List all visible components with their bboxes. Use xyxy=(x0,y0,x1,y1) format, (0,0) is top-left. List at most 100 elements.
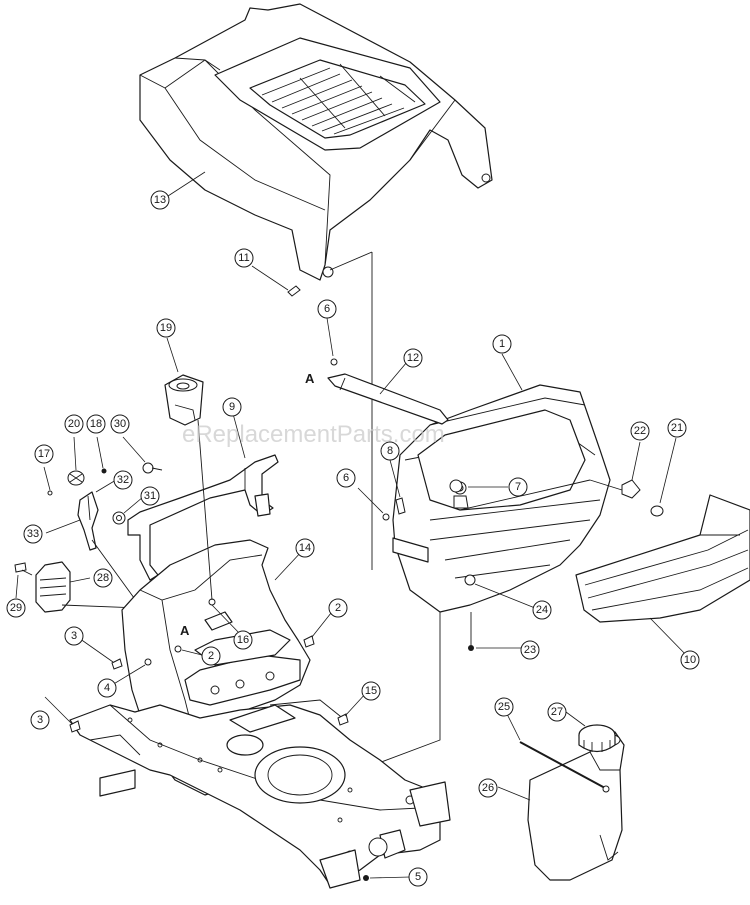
svg-text:1: 1 xyxy=(499,338,505,350)
callout-7: 7 xyxy=(508,477,528,497)
callout-12: 12 xyxy=(403,348,423,368)
svg-text:3: 3 xyxy=(71,630,77,642)
reference-mark-a-lower: A xyxy=(180,623,190,638)
callout-6-lower: 6 xyxy=(336,468,356,488)
svg-text:7: 7 xyxy=(515,481,521,493)
callout-3-upper: 3 xyxy=(64,626,84,646)
socket-22-part xyxy=(621,479,641,499)
callout-24: 24 xyxy=(532,600,552,620)
svg-text:3: 3 xyxy=(37,714,43,726)
callout-30: 30 xyxy=(110,414,130,434)
reference-mark-a-top: A xyxy=(305,371,315,386)
svg-text:26: 26 xyxy=(482,782,494,794)
watermark-text: eReplacementParts.com xyxy=(182,421,445,448)
svg-text:5: 5 xyxy=(415,871,421,883)
part-4 xyxy=(144,658,152,666)
svg-text:10: 10 xyxy=(684,654,696,666)
callout-32: 32 xyxy=(113,470,133,490)
svg-text:25: 25 xyxy=(498,701,510,713)
grille-nose-part xyxy=(392,384,611,613)
callout-20: 20 xyxy=(64,414,84,434)
callout-14: 14 xyxy=(295,538,315,558)
bolt-8-part xyxy=(395,497,406,515)
callout-16: 16 xyxy=(233,630,253,650)
main-frame-part xyxy=(69,699,451,889)
svg-text:15: 15 xyxy=(365,685,377,697)
svg-text:11: 11 xyxy=(238,252,249,264)
nut-6-top-part xyxy=(330,358,338,366)
hood-part xyxy=(139,3,493,281)
callout-33: 33 xyxy=(23,524,43,544)
svg-text:23: 23 xyxy=(524,644,536,656)
svg-text:17: 17 xyxy=(38,448,50,460)
svg-text:6: 6 xyxy=(324,303,330,315)
bolt-2-lower-part xyxy=(174,645,182,653)
callout-2-upper: 2 xyxy=(328,598,348,618)
dash-housing-19-part xyxy=(164,374,204,426)
spring-20-part xyxy=(67,470,85,486)
callout-11: 11 xyxy=(234,248,254,268)
screw-3-upper-part xyxy=(111,658,123,670)
side-panel-10-part xyxy=(575,494,750,623)
callout-4: 4 xyxy=(97,678,117,698)
callout-1: 1 xyxy=(492,334,512,354)
callout-8: 8 xyxy=(380,441,400,461)
callout-26: 26 xyxy=(478,778,498,798)
callout-19: 19 xyxy=(156,318,176,338)
callout-29: 29 xyxy=(6,598,26,618)
part-18 xyxy=(101,468,107,474)
switch-bracket-33-part xyxy=(77,491,99,551)
bolt-15-part xyxy=(337,713,349,726)
nut-5-part xyxy=(363,875,369,881)
callout-2-lower: 2 xyxy=(201,646,221,666)
callout-9: 9 xyxy=(222,397,242,417)
svg-text:2: 2 xyxy=(208,650,214,662)
bolt-2-upper-part xyxy=(303,635,315,648)
nut-6-lower-part xyxy=(382,513,390,521)
callout-10: 10 xyxy=(680,650,700,670)
svg-text:6: 6 xyxy=(343,472,349,484)
housing-28-part xyxy=(35,561,71,613)
svg-text:14: 14 xyxy=(299,542,311,554)
svg-text:12: 12 xyxy=(407,352,419,364)
svg-text:8: 8 xyxy=(387,445,393,457)
svg-text:4: 4 xyxy=(104,682,110,694)
svg-text:30: 30 xyxy=(114,418,126,430)
bulb-7-part xyxy=(449,479,469,509)
svg-text:22: 22 xyxy=(634,425,646,437)
svg-text:2: 2 xyxy=(335,602,341,614)
callout-15: 15 xyxy=(361,681,381,701)
bracket-12-part xyxy=(327,373,449,425)
callout-23: 23 xyxy=(520,640,540,660)
svg-text:29: 29 xyxy=(10,602,22,614)
svg-text:20: 20 xyxy=(68,418,80,430)
callout-31: 31 xyxy=(140,486,160,506)
svg-text:9: 9 xyxy=(229,401,235,413)
callout-5: 5 xyxy=(408,867,428,887)
callout-22: 22 xyxy=(630,421,650,441)
svg-text:18: 18 xyxy=(90,418,102,430)
callout-28: 28 xyxy=(93,568,113,588)
callout-21: 21 xyxy=(667,418,687,438)
clip-29-part xyxy=(14,562,33,576)
svg-text:21: 21 xyxy=(671,422,683,434)
bulb-21-part xyxy=(650,505,664,517)
washer-31-part xyxy=(112,511,126,525)
callout-6-top: 6 xyxy=(317,299,337,319)
svg-text:33: 33 xyxy=(27,528,39,540)
dipstick-25-part xyxy=(519,741,610,793)
callout-25: 25 xyxy=(494,697,514,717)
fuel-cap-27-part xyxy=(578,724,616,753)
pin-30-part xyxy=(142,462,163,474)
callout-13: 13 xyxy=(150,190,170,210)
nut-23-part xyxy=(468,645,474,651)
callout-17: 17 xyxy=(34,444,54,464)
svg-text:31: 31 xyxy=(144,490,156,502)
svg-text:27: 27 xyxy=(551,706,563,718)
callout-18: 18 xyxy=(86,414,106,434)
screw-3-lower-part xyxy=(69,720,81,733)
callout-27: 27 xyxy=(547,702,567,722)
svg-text:28: 28 xyxy=(97,572,109,584)
svg-text:24: 24 xyxy=(536,604,548,616)
